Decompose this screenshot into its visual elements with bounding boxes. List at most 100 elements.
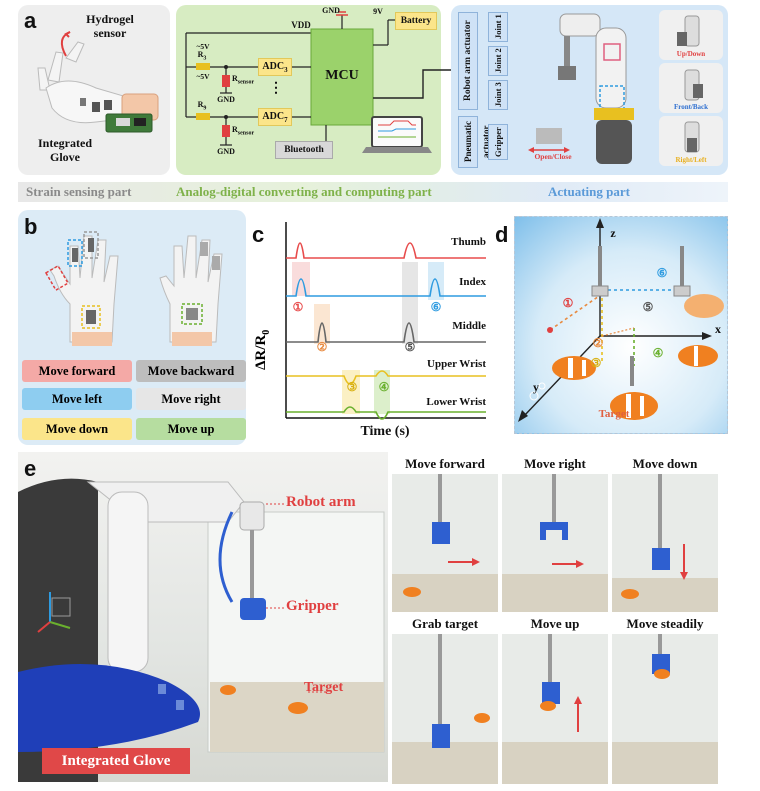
- adc7-box: ADC7: [258, 108, 292, 126]
- rsensor-text-2: R: [232, 125, 238, 134]
- integrated-glove-label-a: Integrated Glove: [38, 136, 92, 164]
- panel-e-letter: e: [24, 456, 37, 481]
- rsensor-label-1: Rsensor: [232, 74, 268, 86]
- move-right-legend: Move right: [136, 388, 246, 410]
- panel-c-ylabel-text: ΔR/R: [253, 334, 269, 370]
- marker-c-5: ⑤: [404, 340, 416, 354]
- neg5v-bottom-label: ~5V: [196, 72, 210, 81]
- marker-c-1: ①: [292, 300, 304, 314]
- panel-c-ylabel: ΔR/R0: [253, 330, 272, 370]
- marker-d-3: ③: [590, 356, 602, 370]
- joint3-box: Joint 3: [488, 80, 508, 110]
- step-title-4: Grab target: [411, 616, 479, 631]
- actuating-part-label: Actuating part: [548, 184, 630, 199]
- rsensor-sub-2: sensor: [237, 130, 255, 137]
- coordinate-scene: [518, 218, 724, 422]
- panel-a-letter: a: [24, 8, 37, 33]
- trace-label-thumb: Thumb: [451, 236, 486, 248]
- hydrogel-sensor-label: Hydrogel sensor: [86, 12, 134, 40]
- marker-c-3: ③: [346, 380, 358, 394]
- mcu-label: MCU: [325, 68, 359, 83]
- r9-label: R9: [194, 100, 210, 112]
- shade-4: [374, 370, 390, 414]
- nine-v-label: 9V: [373, 7, 383, 16]
- mcu-to-actuator-arrow: [373, 66, 463, 99]
- glove-illustration-a: [37, 31, 159, 133]
- adc3-label: ADC: [262, 61, 285, 72]
- trace-upper-wrist: [286, 370, 486, 385]
- signal-plot: [285, 222, 486, 420]
- adc3-sub: 3: [284, 66, 288, 74]
- adc7-label: ADC: [262, 111, 285, 122]
- adc7-sub: 7: [284, 116, 288, 124]
- r3-label: R3: [194, 50, 210, 62]
- trace-lower-wrist: [286, 406, 486, 420]
- step-title-2: Move right: [524, 456, 586, 471]
- front-back-label: Front/Back: [673, 103, 709, 111]
- trace-label-lower-wrist: Lower Wrist: [426, 396, 486, 408]
- move-backward-legend: Move backward: [136, 360, 246, 382]
- step-photos: [392, 474, 718, 784]
- mini-arm-icons: [677, 15, 703, 153]
- target-label-e: Target: [304, 680, 344, 695]
- move-left-legend: Move left: [22, 388, 132, 410]
- gripper-box: Gripper: [488, 124, 508, 160]
- marker-d-5: ⑤: [642, 300, 654, 314]
- shade-6: [428, 262, 444, 300]
- step-title-5: Move up: [530, 616, 580, 631]
- rsensor-text-1: R: [232, 74, 238, 83]
- r3-text: R: [197, 50, 204, 59]
- gnd-label-2: GND: [217, 147, 235, 156]
- circuit-diagram: [185, 11, 432, 153]
- marker-d-1: ①: [562, 296, 574, 310]
- panel-d-letter: d: [495, 222, 509, 247]
- hand-illustrations-b: [44, 231, 223, 346]
- trace-thumb: [286, 242, 486, 259]
- axis-y-label: y: [533, 380, 539, 394]
- move-up-legend: Move up: [136, 418, 246, 440]
- marker-c-6: ⑥: [430, 300, 442, 314]
- trace-label-middle: Middle: [452, 320, 486, 332]
- robot-arm-label-e: Robot arm: [286, 494, 356, 510]
- shade-2: [314, 304, 330, 344]
- trace-index: [286, 278, 486, 297]
- r3-sub: 3: [203, 55, 207, 62]
- open-close-label: Open/Close: [534, 152, 572, 161]
- axis-x-label: x: [715, 322, 721, 336]
- move-forward-legend: Move forward: [22, 360, 132, 382]
- adc3-box: ADC3: [258, 58, 292, 76]
- analog-digital-label: Analog-digital converting and computing …: [176, 184, 432, 199]
- robot-arm-illustration-a: [528, 13, 634, 164]
- joint2-box: Joint 2: [488, 46, 508, 76]
- gnd-top-label: GND: [322, 6, 340, 15]
- r9-sub: 9: [203, 105, 207, 112]
- integrated-glove-badge: Integrated Glove: [42, 748, 190, 774]
- pneumatic-actuator-box: Pneumatic actuator: [458, 116, 491, 168]
- gnd-label-1: GND: [217, 95, 235, 104]
- gripper-label-e: Gripper: [286, 598, 339, 614]
- vdd-label: VDD: [291, 20, 311, 30]
- section-label-bar: [18, 182, 728, 202]
- marker-d-2: ②: [592, 336, 604, 350]
- target-label-d: Target: [598, 408, 630, 420]
- step-title-1: Move forward: [405, 456, 485, 471]
- marker-c-4: ④: [378, 380, 390, 394]
- bluetooth-box: Bluetooth: [275, 141, 333, 159]
- trace-label-upper-wrist: Upper Wrist: [427, 358, 486, 370]
- r9-text: R: [197, 100, 204, 109]
- up-down-label: Up/Down: [676, 50, 706, 58]
- marker-d-4: ④: [652, 346, 664, 360]
- panel-c-letter: c: [252, 222, 265, 247]
- panel-c-xlabel: Time (s): [360, 424, 410, 439]
- panel-c-ylabel-sub: 0: [261, 329, 272, 335]
- shade-5: [402, 262, 418, 344]
- step-title-3: Move down: [632, 456, 698, 471]
- trace-label-index: Index: [459, 276, 486, 288]
- axis-z-label: z: [610, 226, 616, 240]
- move-down-legend: Move down: [22, 418, 132, 440]
- trace-middle: [286, 322, 486, 343]
- rsensor-sub-1: sensor: [237, 79, 255, 86]
- main-photo-scene: [18, 478, 385, 782]
- step-title-6: Move steadily: [626, 616, 704, 631]
- robot-arm-actuator-box: Robot arm actuator: [458, 12, 478, 110]
